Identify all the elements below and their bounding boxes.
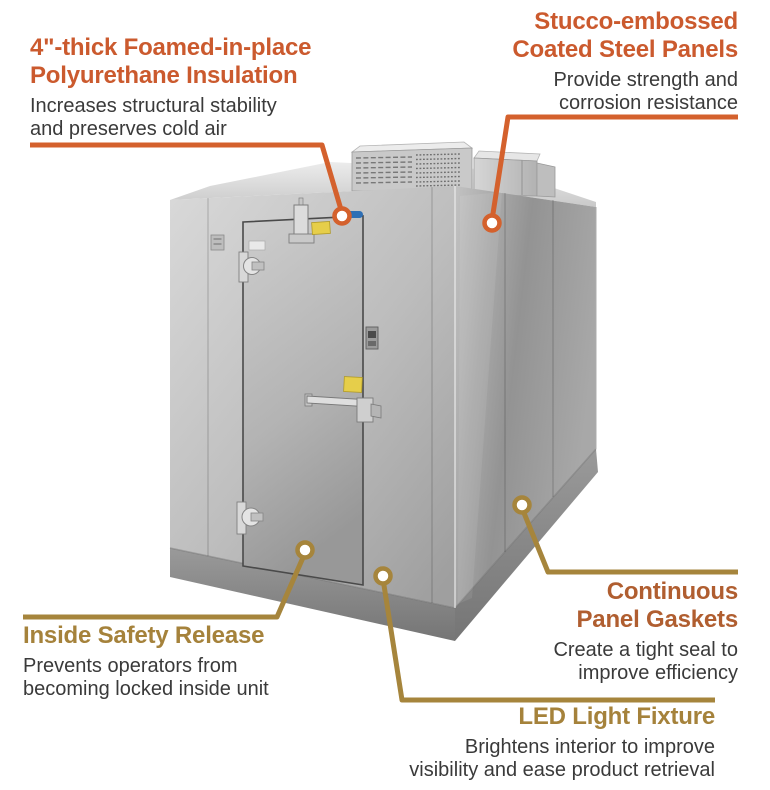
front-base-kickplate — [170, 548, 455, 641]
callout-dot-led — [373, 566, 393, 586]
door-info-label — [248, 240, 266, 251]
door-top-latch — [288, 197, 315, 244]
body-line: Provide strength and — [553, 69, 738, 91]
door-hinge-top — [238, 251, 265, 283]
callout-dot-insulation — [332, 206, 352, 226]
door-hinge-bottom — [236, 501, 264, 535]
callout-dot-stucco — [482, 213, 502, 233]
heading-line: Coated Steel Panels — [512, 36, 738, 63]
callout-safety-release: Inside Safety Release Prevents operators… — [23, 622, 269, 701]
heading-line: Inside Safety Release — [23, 622, 265, 649]
callout-line-insulation — [30, 142, 345, 214]
body-line: and preserves cold air — [30, 118, 227, 140]
body-line: Create a tight seal to — [553, 639, 738, 661]
door-vent-plate — [210, 234, 225, 251]
condenser-mesh-grille — [415, 153, 461, 187]
metal-highlight — [458, 192, 502, 604]
body-line: becoming locked inside unit — [23, 678, 269, 700]
right-face — [455, 186, 596, 608]
heading-line: Panel Gaskets — [576, 606, 739, 633]
condenser-louvers — [355, 156, 413, 184]
body-line: Prevents operators from — [23, 655, 238, 677]
evaporator-unit — [473, 150, 556, 198]
callout-stucco-body: Provide strength and corrosion resistanc… — [512, 69, 738, 115]
warning-sticker-mid — [343, 376, 363, 393]
callout-safety-heading: Inside Safety Release — [23, 622, 269, 650]
callout-insulation: 4"-thick Foamed-in-place Polyurethane In… — [30, 34, 312, 141]
door-panel — [242, 215, 364, 586]
body-line: Increases structural stability — [30, 95, 277, 117]
evaporator-side-box — [536, 162, 556, 198]
heading-line: 4"-thick Foamed-in-place — [30, 34, 312, 61]
right-base-kickplate — [455, 449, 598, 641]
body-line: corrosion resistance — [559, 92, 738, 114]
callout-insulation-body: Increases structural stability and prese… — [30, 95, 311, 141]
callout-safety-body: Prevents operators from becoming locked … — [23, 655, 269, 701]
callout-led-body: Brightens interior to improve visibility… — [409, 736, 715, 782]
callout-line-gaskets — [519, 507, 738, 575]
body-line: improve efficiency — [578, 662, 738, 684]
callout-led-light: LED Light Fixture Brightens interior to … — [409, 703, 715, 782]
body-line: visibility and ease product retrieval — [409, 759, 715, 781]
callout-led-heading: LED Light Fixture — [409, 703, 715, 731]
callout-line-led — [380, 578, 715, 703]
heading-line: Continuous — [606, 578, 739, 605]
door-handle — [304, 393, 382, 423]
callout-insulation-heading: 4"-thick Foamed-in-place Polyurethane In… — [30, 34, 312, 90]
heading-line: LED Light Fixture — [518, 703, 715, 730]
warning-sticker-top — [311, 220, 331, 236]
callout-gaskets-heading: Continuous Panel Gaskets — [553, 578, 739, 634]
door-frame-switch — [365, 326, 379, 350]
condenser-unit — [350, 141, 474, 192]
heading-line: Stucco-embossed — [534, 8, 738, 35]
body-line: Brightens interior to improve — [464, 736, 715, 758]
callout-line-safety — [23, 551, 308, 620]
condenser-body — [351, 147, 473, 192]
callout-gaskets-body: Create a tight seal to improve efficienc… — [553, 639, 738, 685]
callout-dot-gaskets — [512, 495, 532, 515]
callout-stucco: Stucco-embossed Coated Steel Panels Prov… — [512, 8, 738, 115]
callout-dot-safety — [295, 540, 315, 560]
callout-panel-gaskets: Continuous Panel Gaskets Create a tight … — [553, 578, 738, 685]
callout-stucco-heading: Stucco-embossed Coated Steel Panels — [512, 8, 738, 64]
heading-line: Polyurethane Insulation — [30, 62, 298, 89]
callout-line-stucco — [489, 114, 738, 221]
